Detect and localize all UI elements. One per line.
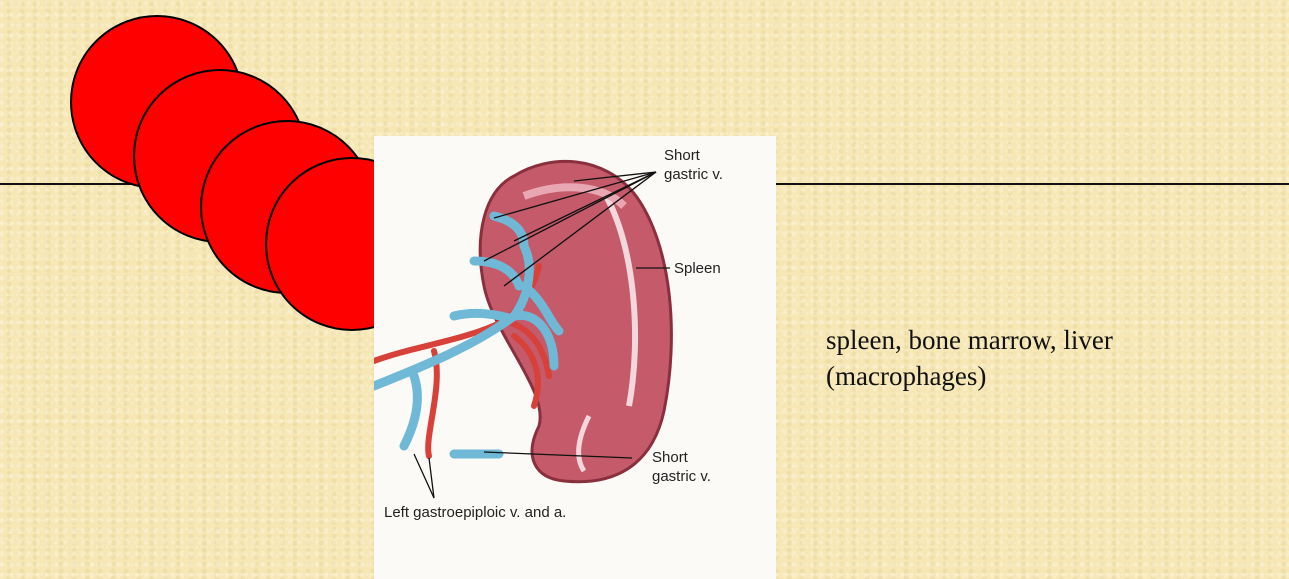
short-gastric-top-label: Short gastric v. xyxy=(664,146,723,184)
short-gastric-bottom-label: Short gastric v. xyxy=(652,448,711,486)
caption-line-2: (macrophages) xyxy=(826,358,1113,394)
organs-caption: spleen, bone marrow, liver (macrophages) xyxy=(826,322,1113,394)
spleen-anatomy-figure: Short gastric v. Spleen Short gastric v.… xyxy=(374,136,776,579)
gastroepiploic-label: Left gastroepiploic v. and a. xyxy=(384,503,566,522)
caption-line-1: spleen, bone marrow, liver xyxy=(826,322,1113,358)
spleen-label: Spleen xyxy=(674,259,721,278)
